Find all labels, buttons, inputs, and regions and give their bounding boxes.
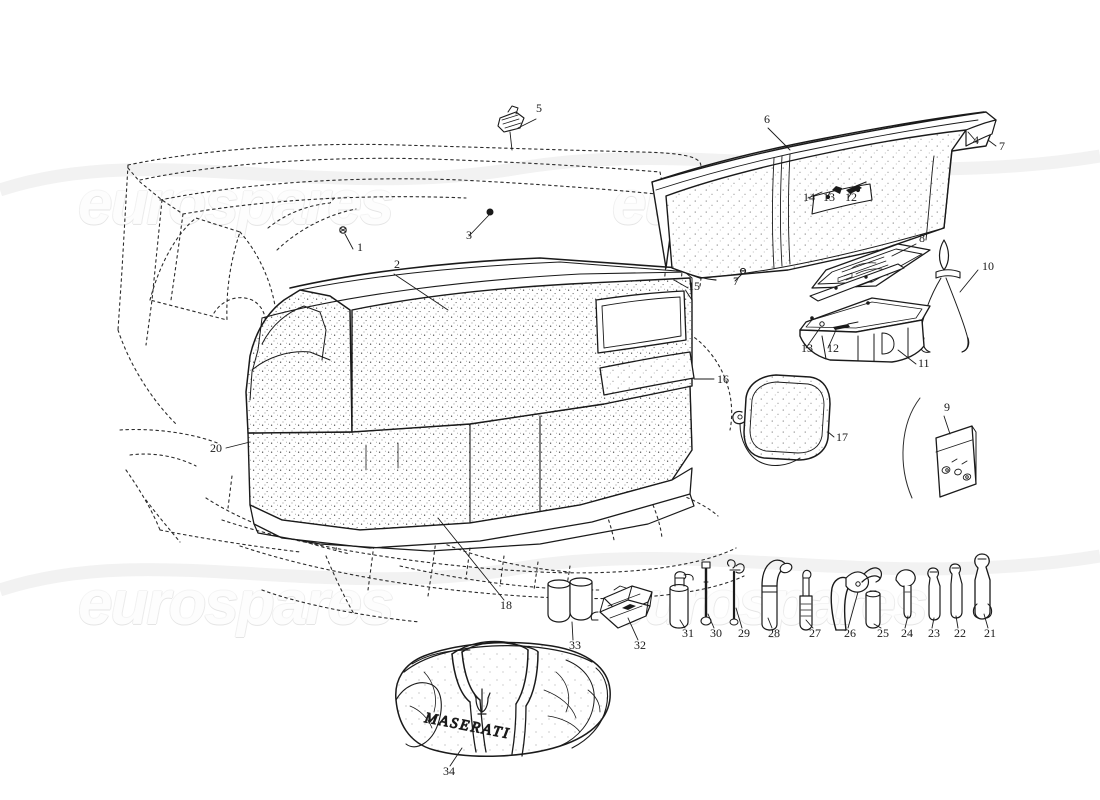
boot-side-trim-16 <box>599 351 695 396</box>
callout-20: 20 <box>210 441 222 455</box>
callout-10: 10 <box>982 259 994 273</box>
wheel-wrench-29 <box>727 559 745 626</box>
callout-1: 1 <box>357 240 363 254</box>
maserati-tool-bag: MASERATI <box>395 640 611 757</box>
callout-2: 2 <box>394 257 400 271</box>
callout-25: 25 <box>877 626 889 640</box>
callout-8: 8 <box>919 231 925 245</box>
extension-bar-30 <box>700 561 712 626</box>
pliers-26 <box>830 567 882 631</box>
callout-12b: 12 <box>845 190 857 204</box>
callout-16: 16 <box>717 372 729 386</box>
callout-24: 24 <box>901 626 913 640</box>
scissor-jack-32 <box>590 585 653 629</box>
tool-box <box>799 297 931 363</box>
callout-32: 32 <box>634 638 646 652</box>
callout-5: 5 <box>536 101 542 115</box>
callout-18: 18 <box>500 598 512 612</box>
callout-3: 3 <box>466 228 472 242</box>
callout-4: 4 <box>973 133 979 147</box>
callout-9: 9 <box>944 400 950 414</box>
spanner-23 <box>927 567 941 621</box>
tool-cylinder-25 <box>865 590 881 629</box>
screwdriver-27 <box>799 569 813 631</box>
callout-23: 23 <box>928 626 940 640</box>
callout-30: 30 <box>710 626 722 640</box>
callout-29: 29 <box>738 626 750 640</box>
callout-27: 27 <box>809 626 821 640</box>
callout-33: 33 <box>569 638 581 652</box>
callout-22: 22 <box>954 626 966 640</box>
callout-14: 14 <box>803 190 815 204</box>
callout-numbers: 1 2 3 4 5 6 7 7 8 9 10 11 12 13 12 13 14… <box>210 101 1005 778</box>
grommet-3 <box>486 208 494 216</box>
tool-canisters-33 <box>547 577 593 623</box>
elastic-strap-hook <box>919 239 970 353</box>
bent-tool-28 <box>761 559 793 631</box>
callout-11: 11 <box>918 356 930 370</box>
boot-carpet-assembly <box>245 257 695 552</box>
callout-12: 12 <box>827 341 839 355</box>
leader-lines <box>225 118 997 767</box>
callout-21: 21 <box>984 626 996 640</box>
grommet-1 <box>339 226 347 234</box>
fastener-bag-9 <box>902 397 977 499</box>
callout-26: 26 <box>844 626 856 640</box>
callout-13: 13 <box>801 341 813 355</box>
boot-access-panel-17 <box>732 374 831 466</box>
callout-7: 7 <box>999 139 1005 153</box>
tool-tray-lid <box>809 243 931 302</box>
callout-34: 34 <box>443 764 455 778</box>
callout-7b: 7 <box>733 274 739 288</box>
spanner-21 <box>972 553 993 620</box>
callout-6: 6 <box>764 112 770 126</box>
callout-13b: 13 <box>823 190 835 204</box>
callout-28: 28 <box>768 626 780 640</box>
callout-15: 15 <box>688 279 700 293</box>
tow-eye-24 <box>895 569 916 619</box>
callout-31: 31 <box>682 626 694 640</box>
boot-lid-liner <box>651 111 997 281</box>
tool-bottle-31 <box>669 571 694 629</box>
trim-clip-5 <box>497 105 525 151</box>
callout-17: 17 <box>836 430 848 444</box>
spanner-22 <box>949 563 963 619</box>
